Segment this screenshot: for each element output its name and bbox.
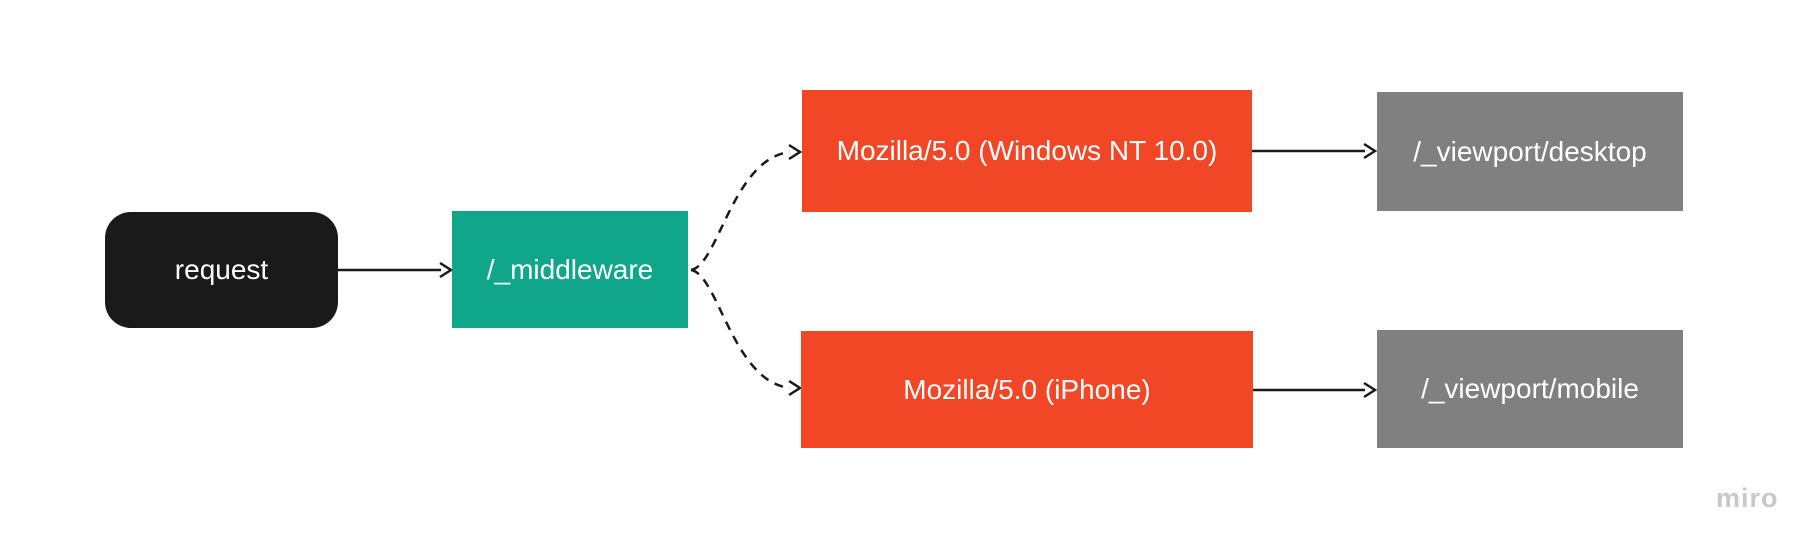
edge-middleware-ua-mobile bbox=[690, 268, 803, 397]
edge-line bbox=[690, 150, 791, 272]
arrowhead-icon bbox=[1363, 381, 1378, 399]
node-label: Mozilla/5.0 (iPhone) bbox=[903, 373, 1151, 405]
node-user-agent-desktop[interactable]: Mozilla/5.0 (Windows NT 10.0) bbox=[802, 90, 1252, 212]
arrowhead-icon bbox=[1363, 142, 1378, 160]
node-user-agent-mobile[interactable]: Mozilla/5.0 (iPhone) bbox=[801, 331, 1253, 448]
arrowhead-icon bbox=[439, 261, 454, 279]
edge-ua-desktop-viewport-desktop bbox=[1252, 142, 1378, 160]
miro-watermark: miro bbox=[1716, 483, 1779, 513]
node-viewport-mobile[interactable]: /_viewport/mobile bbox=[1377, 330, 1683, 448]
arrowhead-icon bbox=[788, 143, 803, 161]
node-viewport-desktop[interactable]: /_viewport/desktop bbox=[1377, 92, 1683, 211]
edge-request-middleware bbox=[338, 261, 454, 279]
node-label: request bbox=[174, 254, 269, 286]
edge-line bbox=[690, 268, 791, 390]
node-label: Mozilla/5.0 (Windows NT 10.0) bbox=[836, 135, 1218, 167]
node-request[interactable]: request bbox=[105, 212, 338, 328]
arrowhead-icon bbox=[788, 379, 803, 397]
node-middleware[interactable]: /_middleware bbox=[452, 211, 688, 328]
node-label: /_middleware bbox=[486, 253, 654, 285]
edge-ua-mobile-viewport-mobile bbox=[1253, 381, 1378, 399]
edge-middleware-ua-desktop bbox=[690, 143, 803, 272]
node-label: /_viewport/mobile bbox=[1421, 373, 1639, 405]
node-label: /_viewport/desktop bbox=[1413, 135, 1647, 167]
